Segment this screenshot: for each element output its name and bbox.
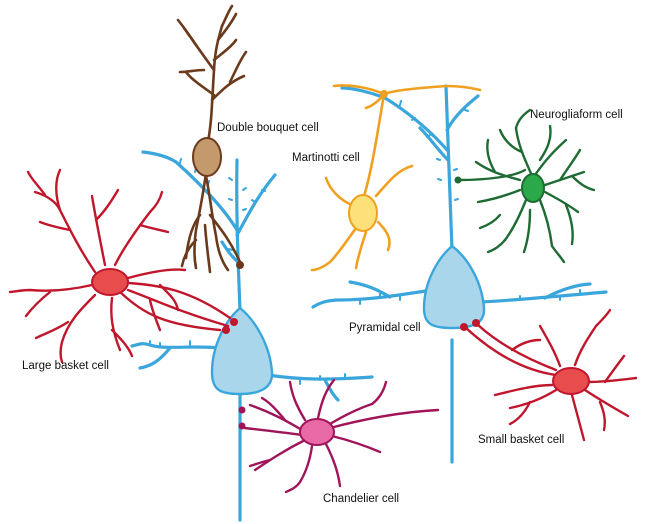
pyramidal-soma-left bbox=[212, 308, 272, 394]
label-martinotti: Martinotti cell bbox=[292, 152, 360, 164]
large-basket-cell bbox=[10, 170, 238, 362]
small-basket-cell bbox=[460, 310, 636, 440]
label-pyramidal: Pyramidal cell bbox=[349, 322, 421, 334]
double-bouquet-cell bbox=[178, 6, 246, 272]
small-basket-soma bbox=[553, 368, 589, 394]
label-small-basket: Small basket cell bbox=[478, 434, 564, 446]
label-neurogliaform: Neurogliaform cell bbox=[530, 109, 623, 121]
neurogliaform-soma bbox=[522, 174, 544, 202]
label-double-bouquet: Double bouquet cell bbox=[217, 122, 319, 134]
pyramidal-soma-right bbox=[424, 246, 484, 328]
martinotti-soma bbox=[349, 195, 377, 231]
chandelier-soma bbox=[300, 419, 334, 445]
neurogliaform-cell bbox=[455, 110, 595, 262]
label-large-basket: Large basket cell bbox=[22, 360, 109, 372]
double-bouquet-soma bbox=[193, 138, 221, 176]
label-chandelier: Chandelier cell bbox=[323, 493, 399, 505]
large-basket-soma bbox=[92, 269, 128, 295]
chandelier-cell bbox=[239, 380, 439, 492]
martinotti-cell bbox=[312, 85, 480, 270]
